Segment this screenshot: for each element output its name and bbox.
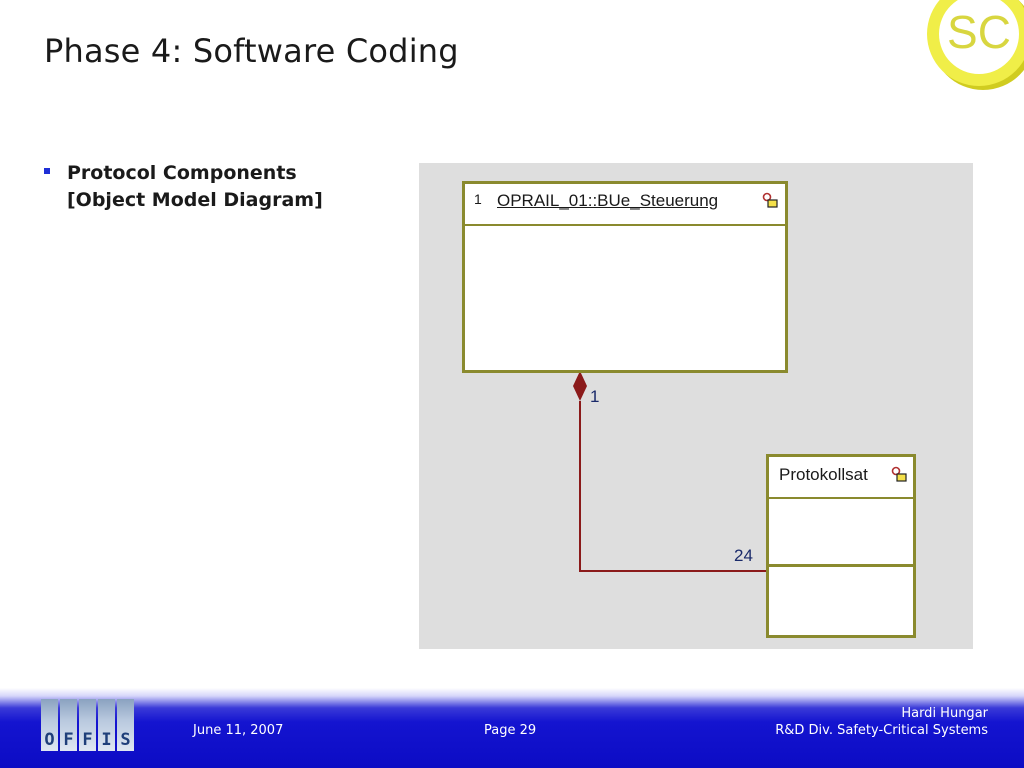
footer-division: R&D Div. Safety-Critical Systems <box>775 723 988 738</box>
object-box-steuerung[interactable]: 1 OPRAIL_01::BUe_Steuerung <box>462 181 788 373</box>
offis-letter: F <box>82 730 93 750</box>
offis-letter: F <box>63 730 74 750</box>
object-name-steuerung: OPRAIL_01::BUe_Steuerung <box>497 191 719 210</box>
object-lock-icon <box>762 192 778 208</box>
multiplicity-near-object2: 24 <box>734 546 753 565</box>
object-multiplicity: 1 <box>474 191 482 207</box>
object-box-protokollsatz[interactable]: Protokollsat <box>766 454 916 638</box>
offis-logo: O F F I S <box>41 699 136 751</box>
footer-date: June 11, 2007 <box>193 723 284 738</box>
object-compartment-divider <box>769 564 913 567</box>
slide-title: Phase 4: Software Coding <box>44 32 459 70</box>
bullet-list: Protocol Components [Object Model Diagra… <box>44 160 384 214</box>
composition-diamond-icon <box>573 371 587 401</box>
bullet-line-1: Protocol Components <box>67 162 297 184</box>
object-lock-icon <box>891 466 907 482</box>
object-name-protokollsatz: Protokollsat <box>779 465 868 484</box>
bullet-line-2: [Object Model Diagram] <box>67 189 323 211</box>
multiplicity-near-object1: 1 <box>590 387 599 406</box>
object-model-diagram: 1 24 1 OPRAIL_01::BUe_Steuerung Protokol… <box>419 163 973 649</box>
object-header-protokollsatz: Protokollsat <box>769 457 913 499</box>
bullet-item: Protocol Components [Object Model Diagra… <box>67 160 384 214</box>
footer-bar: O F F I S June 11, 2007 Page 29 Hardi Hu… <box>0 688 1024 768</box>
offis-letter: S <box>120 730 131 750</box>
footer-page-number: Page 29 <box>484 723 537 738</box>
offis-letter: O <box>44 730 55 750</box>
sc-logo-text: SC <box>947 6 1011 58</box>
offis-letter: I <box>101 730 112 750</box>
bullet-marker <box>44 168 50 174</box>
association-connector: 1 24 <box>573 371 767 572</box>
object-header-steuerung: 1 OPRAIL_01::BUe_Steuerung <box>465 184 785 226</box>
footer-author: Hardi Hungar <box>901 706 988 721</box>
sc-logo: SC <box>927 0 1024 90</box>
